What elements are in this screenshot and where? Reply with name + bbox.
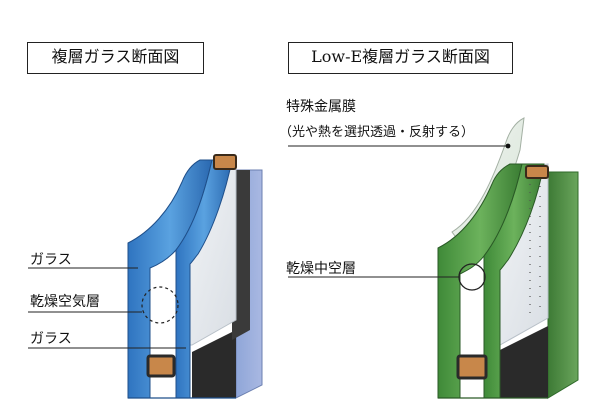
low-e-side-face xyxy=(547,171,579,399)
low-e-glass-section xyxy=(288,117,579,399)
spacer-frame xyxy=(192,330,236,398)
label-air-layer: 乾燥空気層 xyxy=(30,294,100,310)
leader-special-film-dot xyxy=(505,143,511,149)
label-glass-outer: ガラス xyxy=(30,252,72,268)
label-special-film-note: （光や熱を選択透過・反射する） xyxy=(279,125,475,140)
label-glass-inner: ガラス xyxy=(30,331,72,347)
inner-glass-pane xyxy=(175,159,233,399)
label-hollow-layer: 乾燥中空層 xyxy=(286,261,356,277)
desiccant-top xyxy=(213,154,237,170)
air-layer-marker xyxy=(141,286,179,324)
standard-glass-section xyxy=(28,154,263,399)
low-e-desiccant-bottom xyxy=(456,354,488,380)
low-e-desiccant-top xyxy=(525,165,549,179)
label-special-film: 特殊金属膜 xyxy=(286,99,356,115)
low-e-inner-glass-pane xyxy=(483,163,545,399)
low-e-spacer-frame xyxy=(500,326,548,398)
desiccant-bottom xyxy=(146,354,176,378)
low-e-glass-title: Low-E複層ガラス断面図 xyxy=(288,42,513,74)
hollow-layer-marker xyxy=(458,263,486,291)
standard-glass-title: 複層ガラス断面図 xyxy=(27,42,204,74)
